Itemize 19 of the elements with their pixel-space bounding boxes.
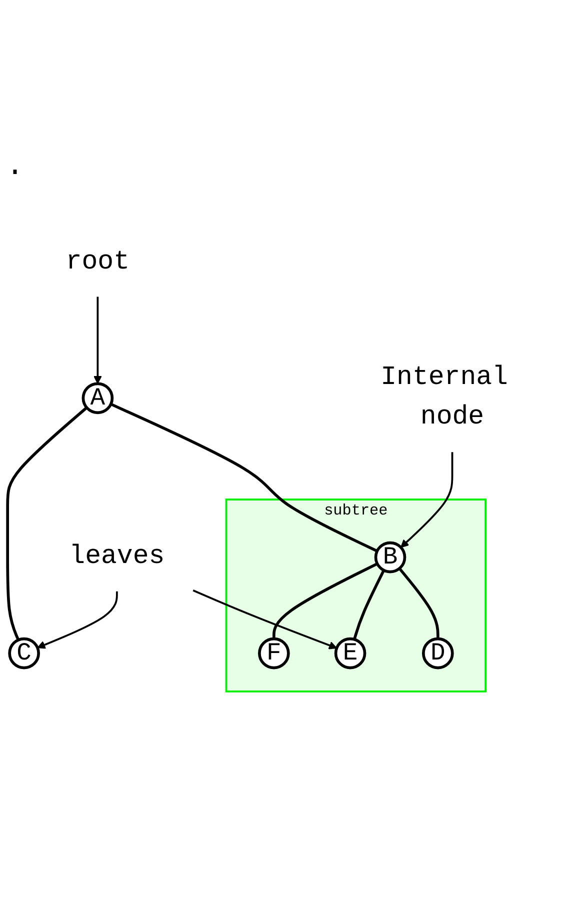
text-fragment: . [6,150,24,184]
node-circle: A [82,382,114,414]
arrow [37,591,118,649]
node-text: Internal node [380,363,508,432]
node-circle: E [334,637,366,670]
node-circle: F [258,637,290,670]
connector [110,402,378,552]
arrow [192,589,338,650]
connector [353,570,386,640]
connector [6,406,88,640]
node-circle: C [8,637,40,670]
connector [272,562,378,639]
arrow [94,296,102,384]
connector [398,568,440,639]
node-text: leaves [69,542,165,572]
arrow [400,452,454,548]
node-text: root [66,248,130,277]
node-circle: D [422,637,454,670]
node-circle: B [374,541,406,574]
